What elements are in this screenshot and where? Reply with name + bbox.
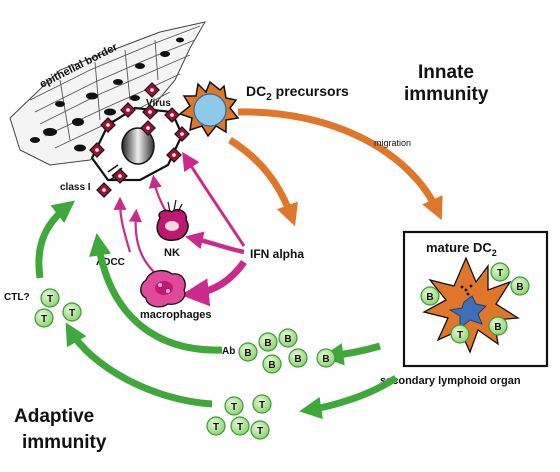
b-cell-letter: B [268,360,275,371]
virus-particle-icon [120,102,136,118]
virus-particle-icon [112,168,128,184]
t-cell-icon: T [490,262,510,282]
box-to-b-cells-arrow [321,342,382,366]
migration-label: migration [374,138,411,148]
b-cell-letter: B [264,338,271,349]
epithelial-border: epithelial border [9,21,207,166]
t-cell-icon: T [224,396,244,416]
box-to-t-cells-arrow [299,375,398,420]
dc2-precursors-label: DC2 precursors [246,83,349,103]
t-cells-to-ctl-arrow [65,322,213,408]
mature-dc2-label: mature DC2 [426,240,497,258]
t-cell-letter: T [457,330,463,341]
t-cell-letter: T [237,422,243,433]
adcc-label: ADCC [96,257,125,268]
t-cell-letter: T [69,308,75,319]
t-cell-icon: T [230,416,250,436]
virus-particles [89,82,190,198]
ifn-to-nk-arrow [184,231,245,255]
t-cell-icon: T [62,302,82,322]
t-cell-letter: T [497,268,503,279]
virus-particle-icon [142,104,158,120]
b-cell-letter: B [244,348,251,359]
nk-label: NK [164,247,180,259]
b-cell-letter: B [494,322,501,333]
dc2-to-ifn-arrow [228,137,298,227]
b-cell-icon: B [278,328,298,348]
dc2-precursor-cell-icon [178,80,240,138]
t-cell-letter: T [259,400,265,411]
t-cell-icon: T [40,288,60,308]
b-cell-letter: B [294,354,301,365]
ctl-label: CTL? [4,292,30,303]
migration-arrow [237,108,443,221]
b-cell-icon: B [316,348,336,368]
ifn-to-macrophages-arrow [180,259,247,307]
nk-cell-icon [156,199,189,241]
t-cell-icon: T [206,416,226,436]
adaptive-immunity-title-line1: Adaptive [14,406,94,427]
virus-particle-icon [166,147,182,163]
ifn-alpha-label: IFN alpha [250,247,304,261]
virus-particle-icon [89,142,105,158]
virus-particle-icon [96,182,112,198]
macrophage-to-cell-arrow [128,208,155,273]
innate-immunity-title-line2: immunity [404,84,489,105]
macrophages-label: macrophages [140,309,212,321]
b-cell-letter: B [426,292,433,303]
cell-nucleus [121,127,155,165]
t-cell-icon: T [250,420,270,440]
b-cell-icon: B [288,348,308,368]
virus-particle-icon [164,107,180,123]
virus-particle-icon [144,82,160,98]
macrophage-icon [140,269,186,308]
b-cell-icon: B [258,332,278,352]
b-cell-icon: B [238,342,258,362]
t-cell-letter: T [257,426,263,437]
t-cell-letter: T [213,422,219,433]
t-cell-icon: T [34,308,54,328]
ifn-to-cell-arrow [182,151,246,247]
nk-to-cell-arrow [148,174,167,213]
b-cell-icon: B [488,316,508,336]
t-cell-icon: T [450,324,470,344]
b-cell-letter: B [516,282,523,293]
virus-label: Virus [146,98,171,109]
t-cell-icon: T [252,394,272,414]
antibody-label: Ab [222,346,235,357]
t-cell-letter: T [231,402,237,413]
b-cell-letter: B [284,334,291,345]
adaptive-immunity-title-line2: immunity [22,432,107,453]
virus-particle-icon [140,120,156,136]
t-cell-letter: T [47,294,53,305]
class-i-label: class I [60,182,91,193]
b-cell-icon: B [510,276,530,296]
t-cell-letter: T [41,314,47,325]
b-cell-icon: B [262,354,282,374]
b-cell-icon: B [420,286,440,306]
antibody-to-cell-arrow [88,233,223,354]
virus-particle-icon [174,126,190,142]
ctl-to-cell-arrow [35,200,76,279]
adcc-arrow [113,196,132,253]
innate-immunity-title-line1: Innate [418,62,474,83]
b-cell-letter: B [322,354,329,365]
secondary-lymphoid-organ-label: secondary lymphoid organ [380,375,521,387]
virus-particle-icon [100,117,116,133]
